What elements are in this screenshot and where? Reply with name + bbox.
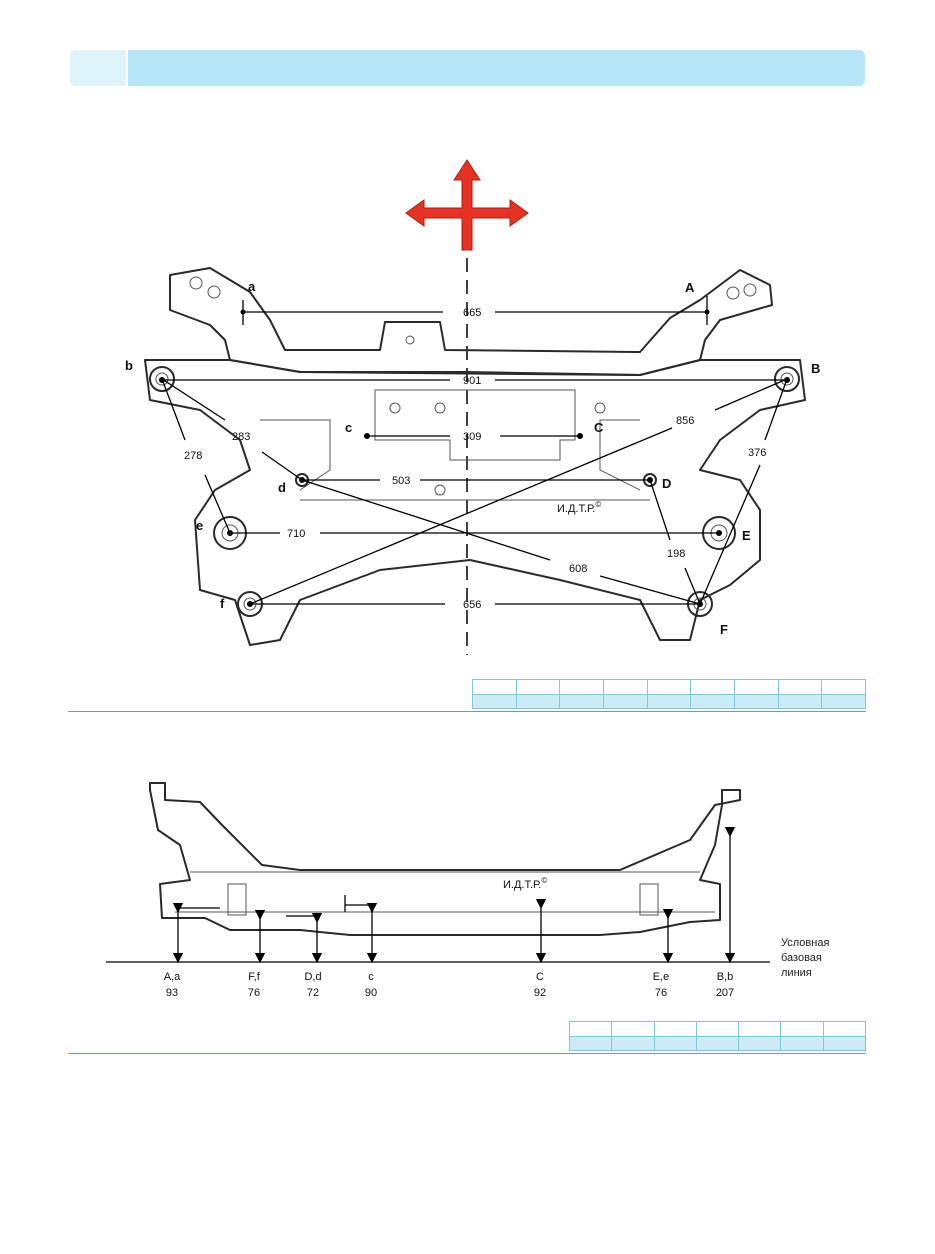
point-E: E	[742, 528, 751, 543]
point-e: e	[196, 518, 203, 533]
dim-bB: 901	[463, 375, 481, 387]
baseline-label-2: базовая	[781, 952, 822, 964]
point-A: A	[685, 280, 695, 295]
watermark-top: И.Д.Т.Р.©	[557, 500, 601, 515]
watermark-side: И.Д.Т.Р.©	[503, 876, 547, 891]
point-D: D	[662, 476, 671, 491]
side-point-5: E,e	[653, 971, 670, 983]
dim-b-e: 278	[184, 450, 202, 462]
point-F: F	[720, 622, 728, 637]
dim-aA: 665	[463, 307, 481, 319]
divider-bottom	[68, 1053, 866, 1054]
side-value-6: 207	[716, 987, 734, 999]
dim-eE: 710	[287, 528, 305, 540]
direction-arrows-icon	[405, 159, 529, 251]
header-tab	[70, 50, 128, 86]
point-C: C	[594, 420, 604, 435]
side-value-5: 76	[655, 987, 667, 999]
point-d: d	[278, 480, 286, 495]
side-value-1: 76	[248, 987, 260, 999]
dimension-lines	[161, 296, 788, 605]
divider-top	[68, 711, 866, 712]
dim-B-f: 856	[676, 415, 694, 427]
side-value-2: 72	[307, 987, 319, 999]
side-point-3: c	[368, 971, 374, 983]
dim-b-d: 283	[232, 431, 250, 443]
dim-d-F: 608	[569, 563, 587, 575]
side-point-4: C	[536, 971, 544, 983]
side-labels: A,a 93 F,f 76 D,d 72 c 90 C 92 E,e 76 B,…	[164, 971, 734, 999]
point-a: a	[248, 279, 256, 294]
legend-table-bottom	[568, 1021, 867, 1051]
side-dimension-arrows	[172, 826, 736, 964]
legend-table-top	[472, 679, 866, 709]
subframe-side-view	[149, 782, 741, 936]
dim-D-F: 198	[667, 548, 685, 560]
side-value-3: 90	[365, 987, 377, 999]
measurement-dots	[159, 309, 790, 607]
side-point-6: B,b	[717, 971, 734, 983]
point-B: B	[811, 361, 820, 376]
side-value-0: 93	[166, 987, 178, 999]
point-b: b	[125, 358, 133, 373]
dim-B-F: 376	[748, 447, 766, 459]
baseline-label-1: Условная	[781, 937, 829, 949]
dim-dD: 503	[392, 475, 410, 487]
dim-fF: 656	[463, 599, 481, 611]
side-value-4: 92	[534, 987, 546, 999]
side-point-2: D,d	[304, 971, 321, 983]
point-c: c	[345, 420, 352, 435]
side-point-1: F,f	[248, 971, 261, 983]
baseline-label-3: линия	[781, 967, 812, 979]
subframe-outline	[144, 267, 806, 646]
point-f: f	[220, 596, 225, 611]
header-bar	[70, 50, 865, 86]
side-point-0: A,a	[164, 971, 181, 983]
dim-cC: 309	[463, 431, 481, 443]
